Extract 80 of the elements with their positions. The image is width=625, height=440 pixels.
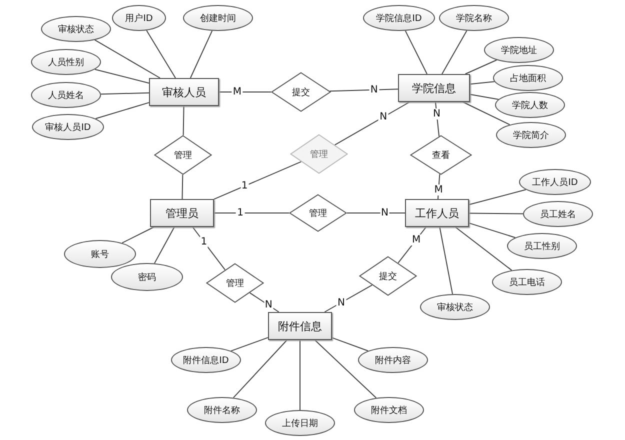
connector-line	[94, 68, 150, 84]
attribute-ellipse: 学院名称	[439, 5, 509, 31]
edge-label: N	[432, 108, 442, 120]
relationship-diamond: 提交	[359, 256, 417, 296]
edge-label: M	[411, 234, 422, 246]
relationship-diamond: 查看	[410, 135, 472, 175]
attribute-ellipse: 人员姓名	[31, 82, 101, 108]
connector-line	[346, 212, 406, 214]
attribute-ellipse: 创建时间	[183, 5, 253, 31]
edge-label: N	[369, 84, 379, 96]
connector-line	[324, 284, 373, 312]
connector-line	[439, 226, 454, 295]
edge-label: N	[336, 297, 346, 308]
attribute-ellipse: 附件文档	[354, 397, 424, 423]
attribute-ellipse: 审核状态	[420, 294, 490, 320]
connector-line	[334, 102, 410, 146]
connector-line	[230, 337, 268, 352]
entity-box: 管理员	[150, 199, 214, 227]
edge-label: N	[380, 208, 390, 218]
edge-label: 1	[236, 208, 244, 218]
attribute-ellipse: 工作人员ID	[519, 169, 591, 195]
attribute-ellipse: 上传日期	[265, 410, 335, 436]
attribute-ellipse: 审核人员ID	[32, 114, 104, 140]
relationship-diamond: 管理	[290, 134, 348, 174]
attribute-ellipse: 审核状态	[41, 16, 111, 42]
attribute-ellipse: 用户ID	[112, 5, 166, 31]
attribute-ellipse: 附件名称	[187, 397, 257, 423]
connector-line	[462, 102, 510, 126]
attribute-ellipse: 附件内容	[358, 347, 428, 373]
edge-label: M	[232, 86, 242, 98]
connector-line	[468, 189, 526, 206]
connector-line	[190, 30, 213, 78]
entity-box: 学院信息	[398, 74, 470, 102]
connector-line	[95, 102, 150, 120]
connector-line	[100, 92, 150, 95]
connector-line	[314, 340, 377, 398]
connector-line	[214, 161, 302, 200]
connector-line	[470, 94, 499, 100]
connector-line	[468, 212, 524, 214]
edge-label: N	[378, 112, 388, 123]
connector-line	[404, 30, 428, 74]
edge-label: M	[433, 184, 444, 196]
connector-line	[192, 226, 226, 270]
entity-box: 审核人员	[149, 78, 219, 106]
attribute-ellipse: 员工姓名	[523, 201, 593, 227]
connector-line	[332, 337, 369, 352]
connector-line	[154, 226, 175, 264]
connector-line	[232, 340, 288, 398]
connector-line	[470, 81, 495, 85]
edge-label: 1	[200, 236, 208, 248]
connector-line	[454, 226, 512, 271]
attribute-ellipse: 占地面积	[493, 65, 563, 91]
relationship-diamond: 管理	[206, 263, 264, 303]
connector-line	[122, 226, 154, 244]
connector-line	[214, 212, 290, 214]
connector-line	[464, 60, 498, 74]
attribute-ellipse: 附件信息ID	[171, 347, 241, 373]
attribute-ellipse: 账号	[64, 240, 136, 268]
attribute-ellipse: 学院信息ID	[363, 5, 435, 31]
connector-line	[468, 222, 516, 238]
connector-line	[442, 30, 468, 74]
relationship-diamond: 提交	[271, 72, 331, 112]
attribute-ellipse: 员工性别	[507, 233, 577, 259]
attribute-ellipse: 人员性别	[31, 49, 101, 75]
entity-box: 工作人员	[405, 199, 469, 227]
attribute-ellipse: 学院人数	[495, 92, 565, 118]
connector-line	[437, 174, 440, 200]
connector-line	[182, 174, 184, 200]
edge-label: N	[264, 300, 274, 311]
attribute-ellipse: 学院简介	[496, 122, 566, 148]
attribute-ellipse: 学院地址	[484, 37, 554, 63]
attribute-ellipse: 密码	[111, 263, 183, 291]
attribute-ellipse: 员工电话	[492, 269, 562, 295]
relationship-diamond: 管理	[154, 135, 212, 175]
connector-line	[146, 30, 176, 78]
connector-line	[182, 106, 184, 136]
entity-box: 附件信息	[268, 312, 332, 340]
relationship-diamond: 管理	[289, 194, 347, 232]
connector-line	[329, 88, 398, 92]
connector-line	[94, 39, 160, 78]
